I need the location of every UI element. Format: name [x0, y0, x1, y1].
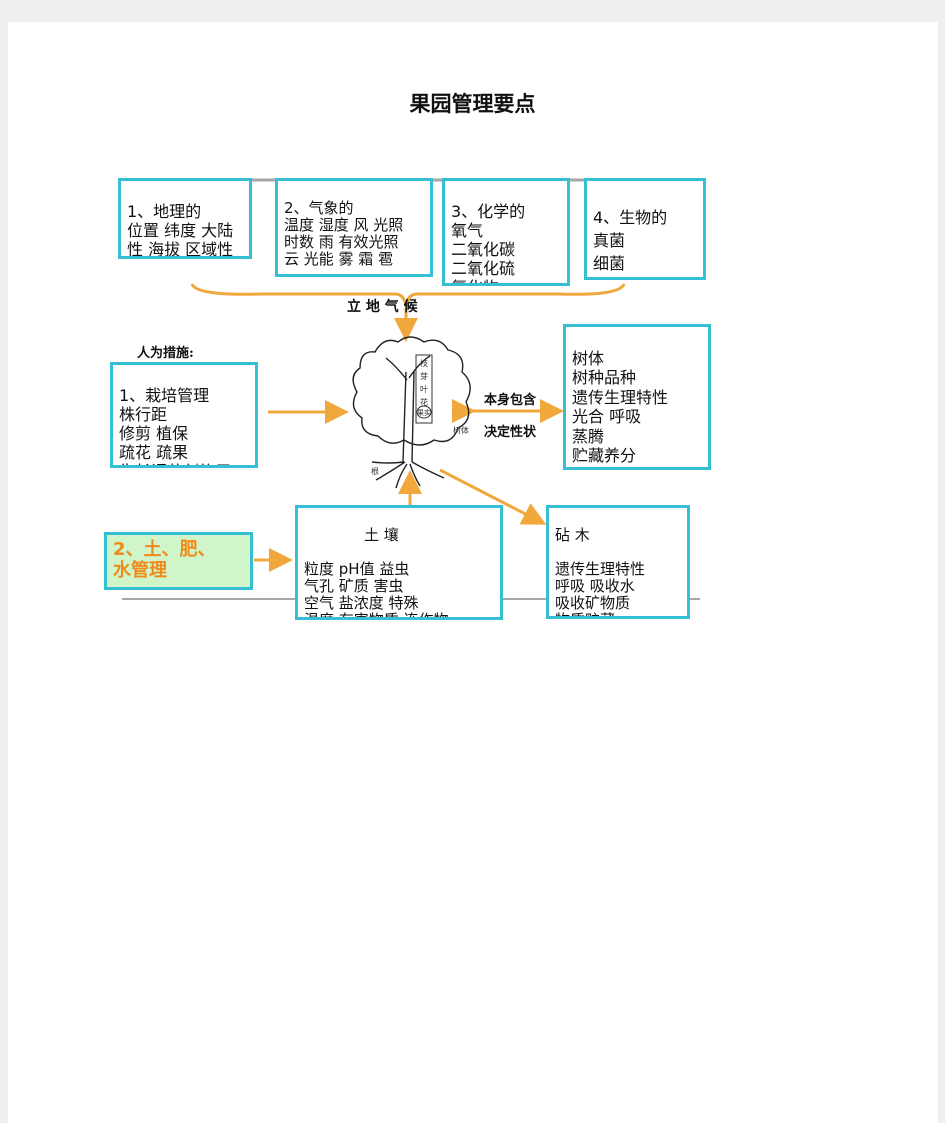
- biological-content: 真菌 细菌 (益、害): [593, 231, 626, 273]
- rootstock-heading: 砧 木: [555, 526, 590, 544]
- meteorology-heading: 2、气象的: [284, 199, 354, 217]
- tree-inner-text: 枝 芽 叶 花: [420, 359, 428, 407]
- fruit-label: 果实: [417, 409, 431, 417]
- chemical-heading: 3、化学的: [451, 202, 526, 221]
- includes-label: 本身包含: [484, 393, 537, 408]
- page-title: 果园管理要点: [409, 92, 536, 116]
- tree-body-box: 树体 树种品种 遗传生理特性 光合 呼吸 蒸腾 贮藏养分 物质分配: [563, 324, 711, 470]
- cultivation-heading: 1、栽培管理: [119, 386, 210, 405]
- climate-label: 立 地 气 候: [347, 299, 418, 315]
- chemical-content: 氧气 二氧化碳 二氧化硫 氟化物: [451, 221, 516, 283]
- cultivation-content: 株行距 修剪 植保 疏花 疏果 生长调节剂施用: [119, 405, 231, 465]
- soil-heading: 土 壤: [364, 526, 399, 544]
- geography-heading: 1、地理的: [127, 202, 202, 221]
- rootstock-arrow: [439, 468, 547, 525]
- rootstock-box: 砧 木 遗传生理特性 呼吸 吸收水 吸收矿物质 物质贮藏 物质运输: [546, 505, 690, 619]
- geography-box: 1、地理的 位置 纬度 大陆 性 海拔 区域性 地形 气候: [118, 178, 252, 259]
- soil-content: 粒度 pH值 益虫 气孔 矿质 害虫 空气 盐浓度 特殊 温度 有害物质 连作物…: [304, 560, 449, 620]
- meteorology-box: 2、气象的 温度 湿度 风 光照 时数 雨 有效光照 云 光能 雾 霜 雹: [275, 178, 433, 277]
- geography-content: 位置 纬度 大陆 性 海拔 区域性 地形 气候: [127, 221, 234, 259]
- orchard-diagram: 1、地理的 位置 纬度 大陆 性 海拔 区域性 地形 气候 2、气象的 温度 湿…: [104, 178, 711, 620]
- determines-label: 决定性状: [484, 425, 537, 440]
- root-label: 根: [371, 467, 379, 476]
- rootstock-content: 遗传生理特性 呼吸 吸收水 吸收矿物质 物质贮藏 物质运输: [555, 560, 646, 617]
- human-measures-caption: 人为措施:: [137, 346, 194, 361]
- tree-drawing: [352, 336, 471, 489]
- biological-box: 4、生物的 真菌 细菌 (益、害): [584, 178, 706, 280]
- tree-body-content: 树种品种 遗传生理特性 光合 呼吸 蒸腾 贮藏养分 物质分配: [572, 368, 669, 467]
- tree-body-heading: 树体: [572, 348, 605, 368]
- soil-fertilizer-water-box: 2、土、肥、 水管理: [104, 532, 253, 590]
- meteorology-content: 温度 湿度 风 光照 时数 雨 有效光照 云 光能 雾 霜 雹: [284, 216, 404, 268]
- climate-brace: [190, 283, 626, 307]
- biological-heading: 4、生物的: [593, 208, 668, 227]
- chemical-box: 3、化学的 氧气 二氧化碳 二氧化硫 氟化物: [442, 178, 570, 286]
- trunk-label: 树体: [453, 426, 469, 435]
- soil-box: 土 壤 粒度 pH值 益虫 气孔 矿质 害虫 空气 盐浓度 特殊 温度 有害物质…: [295, 505, 503, 620]
- cultivation-box: 1、栽培管理 株行距 修剪 植保 疏花 疏果 生长调节剂施用: [110, 362, 258, 468]
